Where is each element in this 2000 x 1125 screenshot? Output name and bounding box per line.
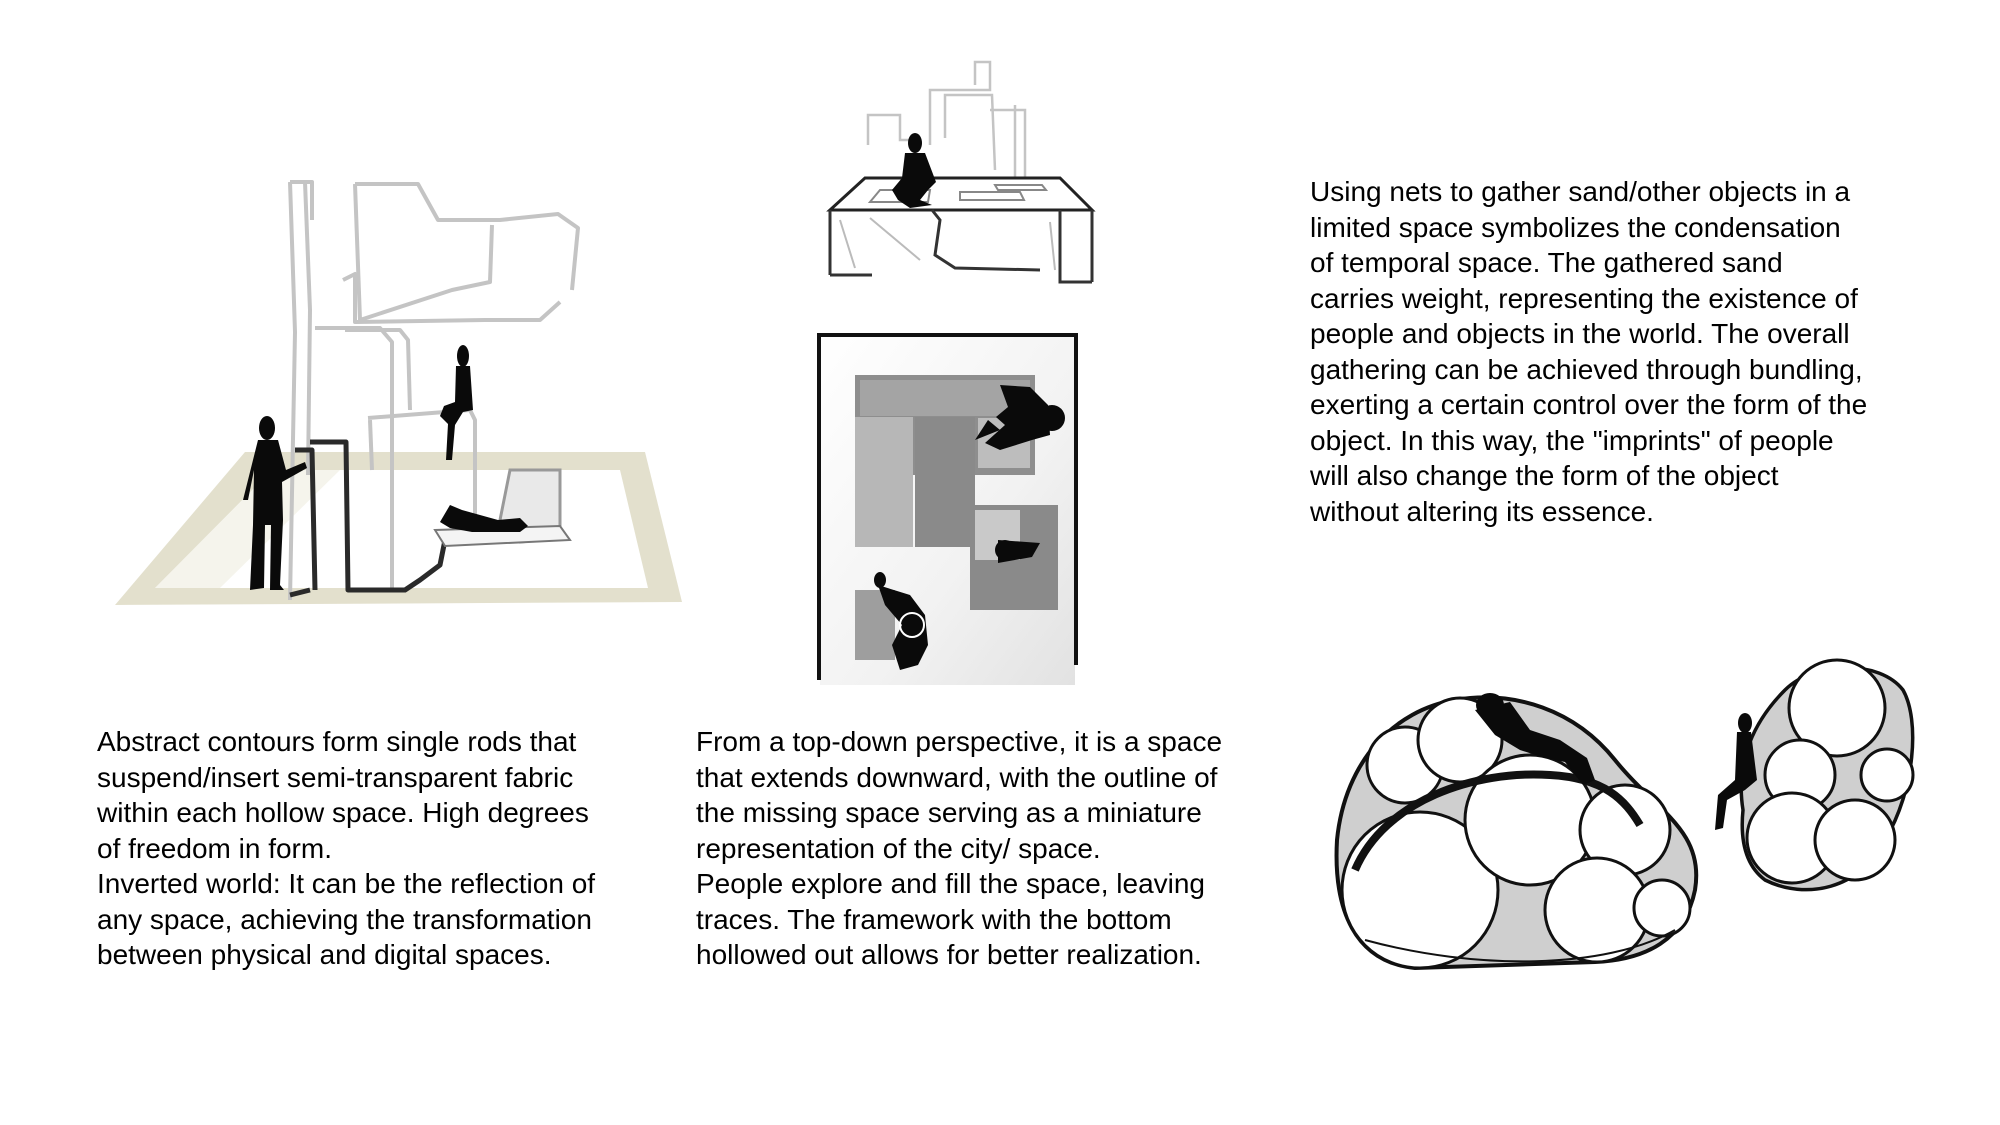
caption-left-paragraph-1: Abstract contours form single rods that … [97, 726, 589, 864]
caption-left: Abstract contours form single rods that … [97, 724, 657, 973]
caption-middle: From a top-down perspective, it is a spa… [696, 724, 1266, 973]
caption-middle-paragraph-1: From a top-down perspective, it is a spa… [696, 726, 1223, 864]
table-perspective-sketch-icon [826, 60, 1096, 284]
caption-middle-paragraph-2: People explore and fill the space, leavi… [696, 868, 1206, 970]
caption-right-paragraph-1: Using nets to gather sand/other objects … [1310, 176, 1868, 527]
floor-plan-sketch-icon [817, 333, 1078, 685]
caption-left-paragraph-2: Inverted world: It can be the reflection… [97, 868, 596, 970]
sand-net-bundle-sketch-icon [1334, 658, 1915, 971]
rod-structure-sketch-icon [115, 180, 682, 605]
caption-right: Using nets to gather sand/other objects … [1310, 174, 1920, 529]
